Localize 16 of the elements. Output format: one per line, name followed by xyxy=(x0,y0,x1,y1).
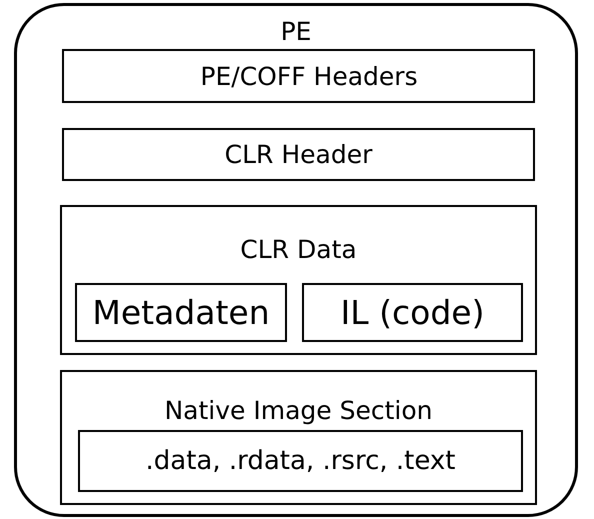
box-label: PE/COFF Headers xyxy=(199,64,419,88)
box-label: Metadaten xyxy=(91,296,271,329)
section-box xyxy=(75,283,287,342)
box-label: PE xyxy=(280,19,312,44)
box-label: .data, .rdata, .rsrc, .text xyxy=(144,448,456,474)
section-box xyxy=(60,370,537,505)
section-box xyxy=(62,49,535,103)
section-box xyxy=(60,205,537,355)
box-label: CLR Data xyxy=(239,237,358,262)
box-label: IL (code) xyxy=(340,296,486,329)
section-box xyxy=(62,128,535,181)
rounded-frame xyxy=(14,3,578,517)
box-label: Native Image Section xyxy=(163,398,434,423)
section-box xyxy=(78,430,523,492)
section-box xyxy=(302,283,523,342)
box-label: CLR Header xyxy=(224,142,374,167)
